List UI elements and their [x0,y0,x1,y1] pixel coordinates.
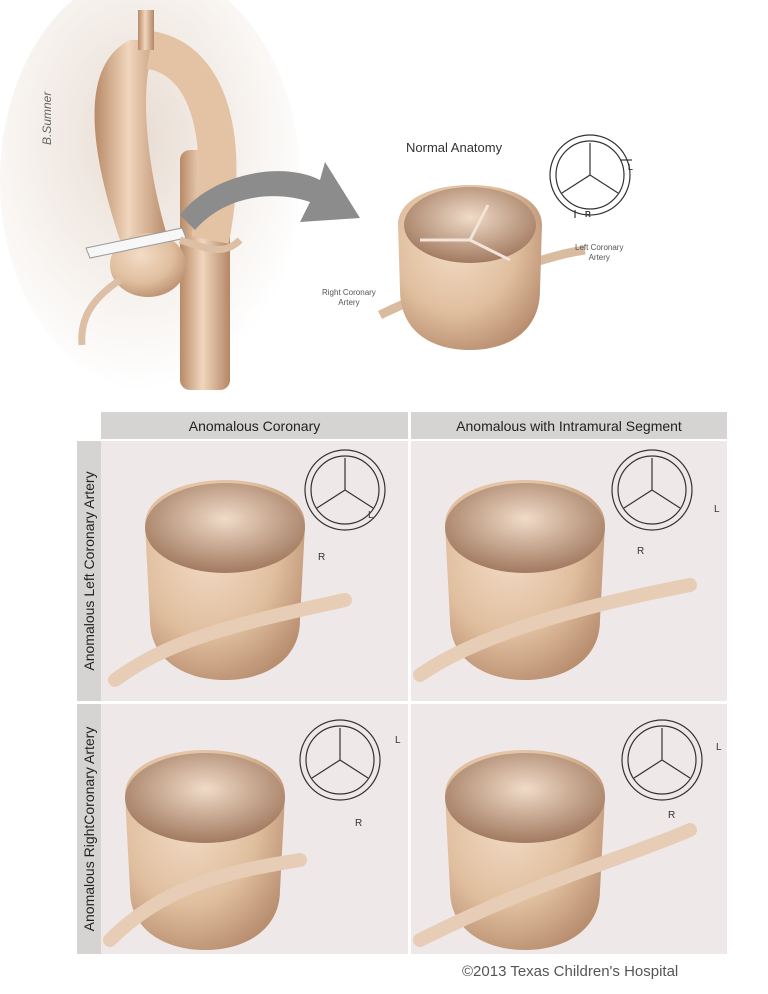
panel-valve-1 [108,449,386,687]
panel-valve-2 [413,449,697,682]
left-coronary-label: Left Coronary Artery [575,243,624,262]
row-label-left: Anomalous Left Coronary Artery [81,471,97,671]
panel-valve-3 [103,719,381,950]
schematic-l-label: L [628,163,633,172]
schematic-r-label: R [585,210,591,219]
copyright-text: ©2013 Texas Children's Hospital [462,963,679,980]
row-header-right-coronary: Anomalous RightCoronary Artery [77,704,101,954]
panel3-l: L [395,735,401,746]
artist-signature: B.Sumner [40,91,54,145]
normal-valve [377,185,586,350]
column-header-anomalous-coronary: Anomalous Coronary [101,412,408,439]
row-header-left-coronary: Anomalous Left Coronary Artery [77,441,101,701]
normal-anatomy-title: Normal Anatomy [406,140,503,155]
panel2-r: R [637,546,645,557]
normal-schematic [549,134,632,218]
panel3-r: R [355,818,363,829]
column-header-intramural: Anomalous with Intramural Segment [411,412,727,439]
right-coronary-label: Right Coronary Artery [322,288,376,307]
arrow-icon [180,162,360,230]
panel4-l: L [716,742,722,753]
panel-valve-4 [413,719,703,950]
panel1-r: R [318,552,326,563]
panel4-r: R [668,810,676,821]
row-label-right: Anomalous RightCoronary Artery [81,726,97,932]
panel2-l: L [714,504,720,515]
panel1-l: L [368,510,374,521]
